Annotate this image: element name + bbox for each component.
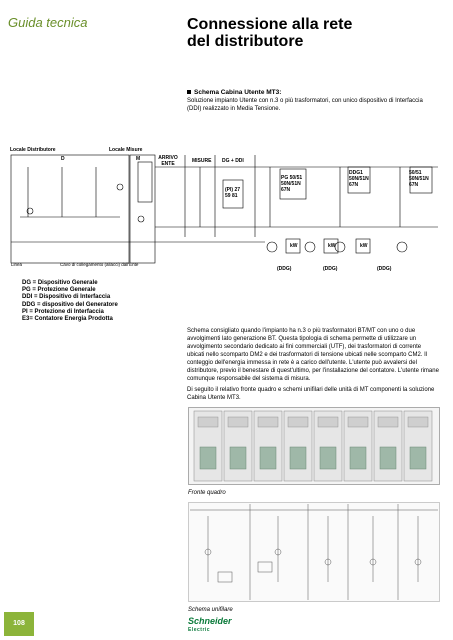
protection-pg: PG 50/51 50N/51N 67N [281, 175, 303, 193]
body-paragraph-1: Schema consigliato quando l'impianto ha … [187, 328, 439, 382]
legend-item: PG = Protezione Generale [22, 287, 96, 294]
legend-item: DG = Dispositivo Generale [22, 280, 98, 286]
body-paragraph-2: Di seguito il relativo fronte quadro e s… [187, 387, 435, 401]
legend: DG = Dispositivo Generale PG = Protezion… [22, 280, 118, 323]
intro-subhead: Schema Cabina Utente MT3: [187, 89, 281, 96]
page-title-line1: Connessione alla rete [187, 16, 353, 33]
schneider-logo: Schneider Electric [188, 617, 232, 635]
ddg-2: (DDG) [323, 266, 338, 272]
load-kw-1: kW [290, 243, 298, 249]
m-label: M [136, 156, 141, 162]
brand-sub: Electric [188, 627, 211, 633]
cabina-schema-diagram [10, 154, 438, 264]
locale-misure-label: Locale Misure [109, 147, 143, 153]
ddg-1: (DDG) [277, 266, 292, 272]
load-kw-2: kW [328, 243, 336, 249]
legend-item: DDG = dispositivo del Generatore [22, 301, 118, 308]
fronte-quadro-caption: Fronte quadro [188, 490, 226, 496]
schema-unifilare-image [188, 502, 440, 602]
arrivo-ente-label: ARRIVO ENTE [158, 155, 178, 167]
page-number: 108 [4, 612, 34, 636]
locale-distributore-label: Locale Distributore [10, 147, 56, 153]
linea-label: Linea [11, 262, 23, 267]
bullet-square-icon [187, 90, 191, 95]
schema-unifilare-caption: Schema unifilare [188, 607, 233, 613]
legend-item: PI = Protezione di Interfaccia [22, 308, 104, 315]
load-kw-3: kW [360, 243, 368, 249]
page-title-line2: del distributore [187, 33, 304, 50]
d-label: D [61, 156, 65, 162]
dg-ddi-label: DG + DDI [222, 158, 244, 164]
protection-3: 50/51 50N/51N 67N [409, 170, 429, 188]
body-text: Schema consigliato quando l'impianto ha … [187, 327, 439, 405]
page-title: Connessione alla rete del distributore [187, 16, 417, 50]
legend-item: E3= Contatore Energia Prodotta [22, 316, 113, 323]
protection-ddg1: DDG1 50N/51N 67N [349, 170, 369, 188]
fronte-quadro-image [188, 407, 440, 485]
legend-item: DDI = Dispositivo di Interfaccia [22, 294, 111, 301]
ddg-3: (DDG) [377, 266, 392, 272]
intro-text: Soluzione impianto Utente con n.3 o più … [187, 98, 423, 112]
misure-label: MISURE [192, 158, 212, 164]
protection-pi: (PI) 27 59 81 [225, 187, 241, 199]
brand-name: Schneider [188, 616, 232, 626]
section-title: Guida tecnica [8, 15, 88, 30]
cavo-label: Cavo di collegamento (allacci) dall'Ente [60, 262, 139, 267]
